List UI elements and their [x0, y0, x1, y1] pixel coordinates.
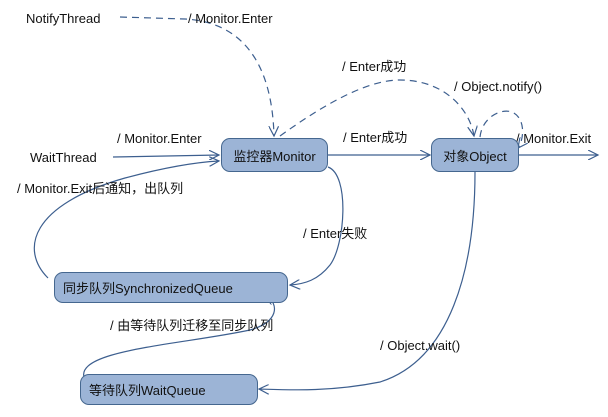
- edge-exit-dequeue: [33, 161, 219, 279]
- object-notify-label: / Object.notify(): [454, 79, 543, 94]
- edge-enter-fail: [290, 166, 344, 285]
- wait-enter-label: / Monitor.Enter: [117, 131, 202, 146]
- exit-dequeue-label: / Monitor.Exit后通知，出队列: [17, 181, 184, 196]
- sync-queue-node: 同步队列SynchronizedQueue: [54, 272, 288, 303]
- edge-notify-enter: [119, 16, 274, 136]
- wait-thread-label: WaitThread: [30, 150, 97, 165]
- enter-success-label: / Enter成功: [343, 130, 408, 145]
- enter-fail-label: / Enter失败: [303, 226, 368, 241]
- notify-thread-label: NotifyThread: [26, 11, 101, 26]
- wait-queue-node: 等待队列WaitQueue: [80, 374, 258, 405]
- notify-enter-label: / Monitor.Enter: [188, 11, 273, 26]
- object-node: 对象Object: [431, 138, 519, 172]
- enter-success-dashed-label: / Enter成功: [342, 59, 407, 74]
- edge-wait-to-sync: [83, 295, 275, 381]
- wait-to-sync-label: / 由等待队列迁移至同步队列: [110, 318, 274, 333]
- object-wait-label: / Object.wait(): [380, 338, 461, 353]
- edge-object-wait: [259, 171, 476, 390]
- monitor-exit-label: / Monitor.Exit: [516, 131, 592, 146]
- monitor-node: 监控器Monitor: [221, 138, 328, 172]
- edge-wait-enter: [112, 155, 219, 157]
- edge-enter-success-dashed: [279, 79, 474, 136]
- edge-notify-loop: [479, 110, 523, 148]
